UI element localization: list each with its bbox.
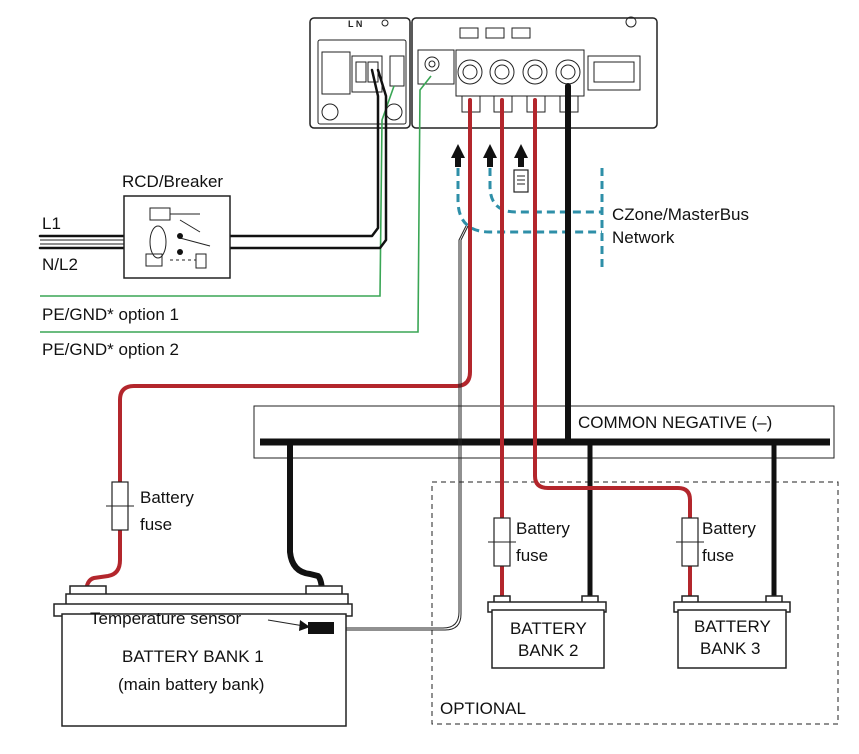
- fuse1-label-line1: Battery: [140, 488, 194, 507]
- l1-label: L1: [42, 214, 61, 233]
- rcd-breaker-label: RCD/Breaker: [122, 172, 223, 191]
- optional-area: [431, 481, 839, 725]
- battery-fuse-bank2: [488, 517, 516, 567]
- bank3-label-line2: BANK 3: [700, 639, 760, 658]
- positive-bank3-cable: [533, 98, 692, 604]
- bank3-label-line1: BATTERY: [694, 617, 771, 636]
- common-negative-busbar: [253, 405, 835, 459]
- network-arrows: [451, 144, 529, 193]
- network-label-line1: CZone/MasterBus: [612, 205, 749, 224]
- bank2-label-line2: BANK 2: [518, 641, 578, 660]
- bank2-label-line1: BATTERY: [510, 619, 587, 638]
- fuse3-label-line2: fuse: [702, 546, 734, 565]
- battery-fuse-bank1: [106, 481, 134, 531]
- pe-option1-label: PE/GND* option 1: [42, 305, 179, 324]
- battery-fuse-bank3: [676, 517, 704, 567]
- battery-bank-2: [487, 595, 607, 669]
- negative-bank1-cable: [287, 439, 325, 597]
- fuse2-label-line1: Battery: [516, 519, 570, 538]
- pe-wire-option1: [40, 85, 395, 297]
- network-lines: [456, 168, 604, 268]
- l1-wire: [38, 68, 380, 238]
- terminal-screws: [457, 59, 581, 85]
- fuse1-label-line2: fuse: [140, 515, 172, 534]
- pe-option2-label: PE/GND* option 2: [42, 340, 179, 359]
- fuse2-label-line2: fuse: [516, 546, 548, 565]
- battery-bank-3: [673, 595, 791, 669]
- rcd-breaker: [123, 195, 231, 279]
- battery-bank-1: [53, 585, 353, 727]
- temperature-sensor-label: Temperature sensor: [90, 609, 242, 628]
- nl2-wire: [38, 68, 388, 250]
- bank1-label-line2: (main battery bank): [118, 675, 264, 694]
- network-label-line2: Network: [612, 228, 675, 247]
- lno-label: L N: [348, 19, 362, 29]
- nl2-label: N/L2: [42, 255, 78, 274]
- positive-bank1-cable: [84, 98, 472, 596]
- ac-terminal-unit: L N: [309, 17, 411, 129]
- bank1-label-line1: BATTERY BANK 1: [122, 647, 264, 666]
- optional-label: OPTIONAL: [440, 699, 526, 718]
- common-negative-label: COMMON NEGATIVE (–): [578, 413, 772, 432]
- temperature-sensor-wire: [336, 225, 467, 629]
- fuse3-label-line1: Battery: [702, 519, 756, 538]
- pe-wire-option2: [40, 75, 432, 333]
